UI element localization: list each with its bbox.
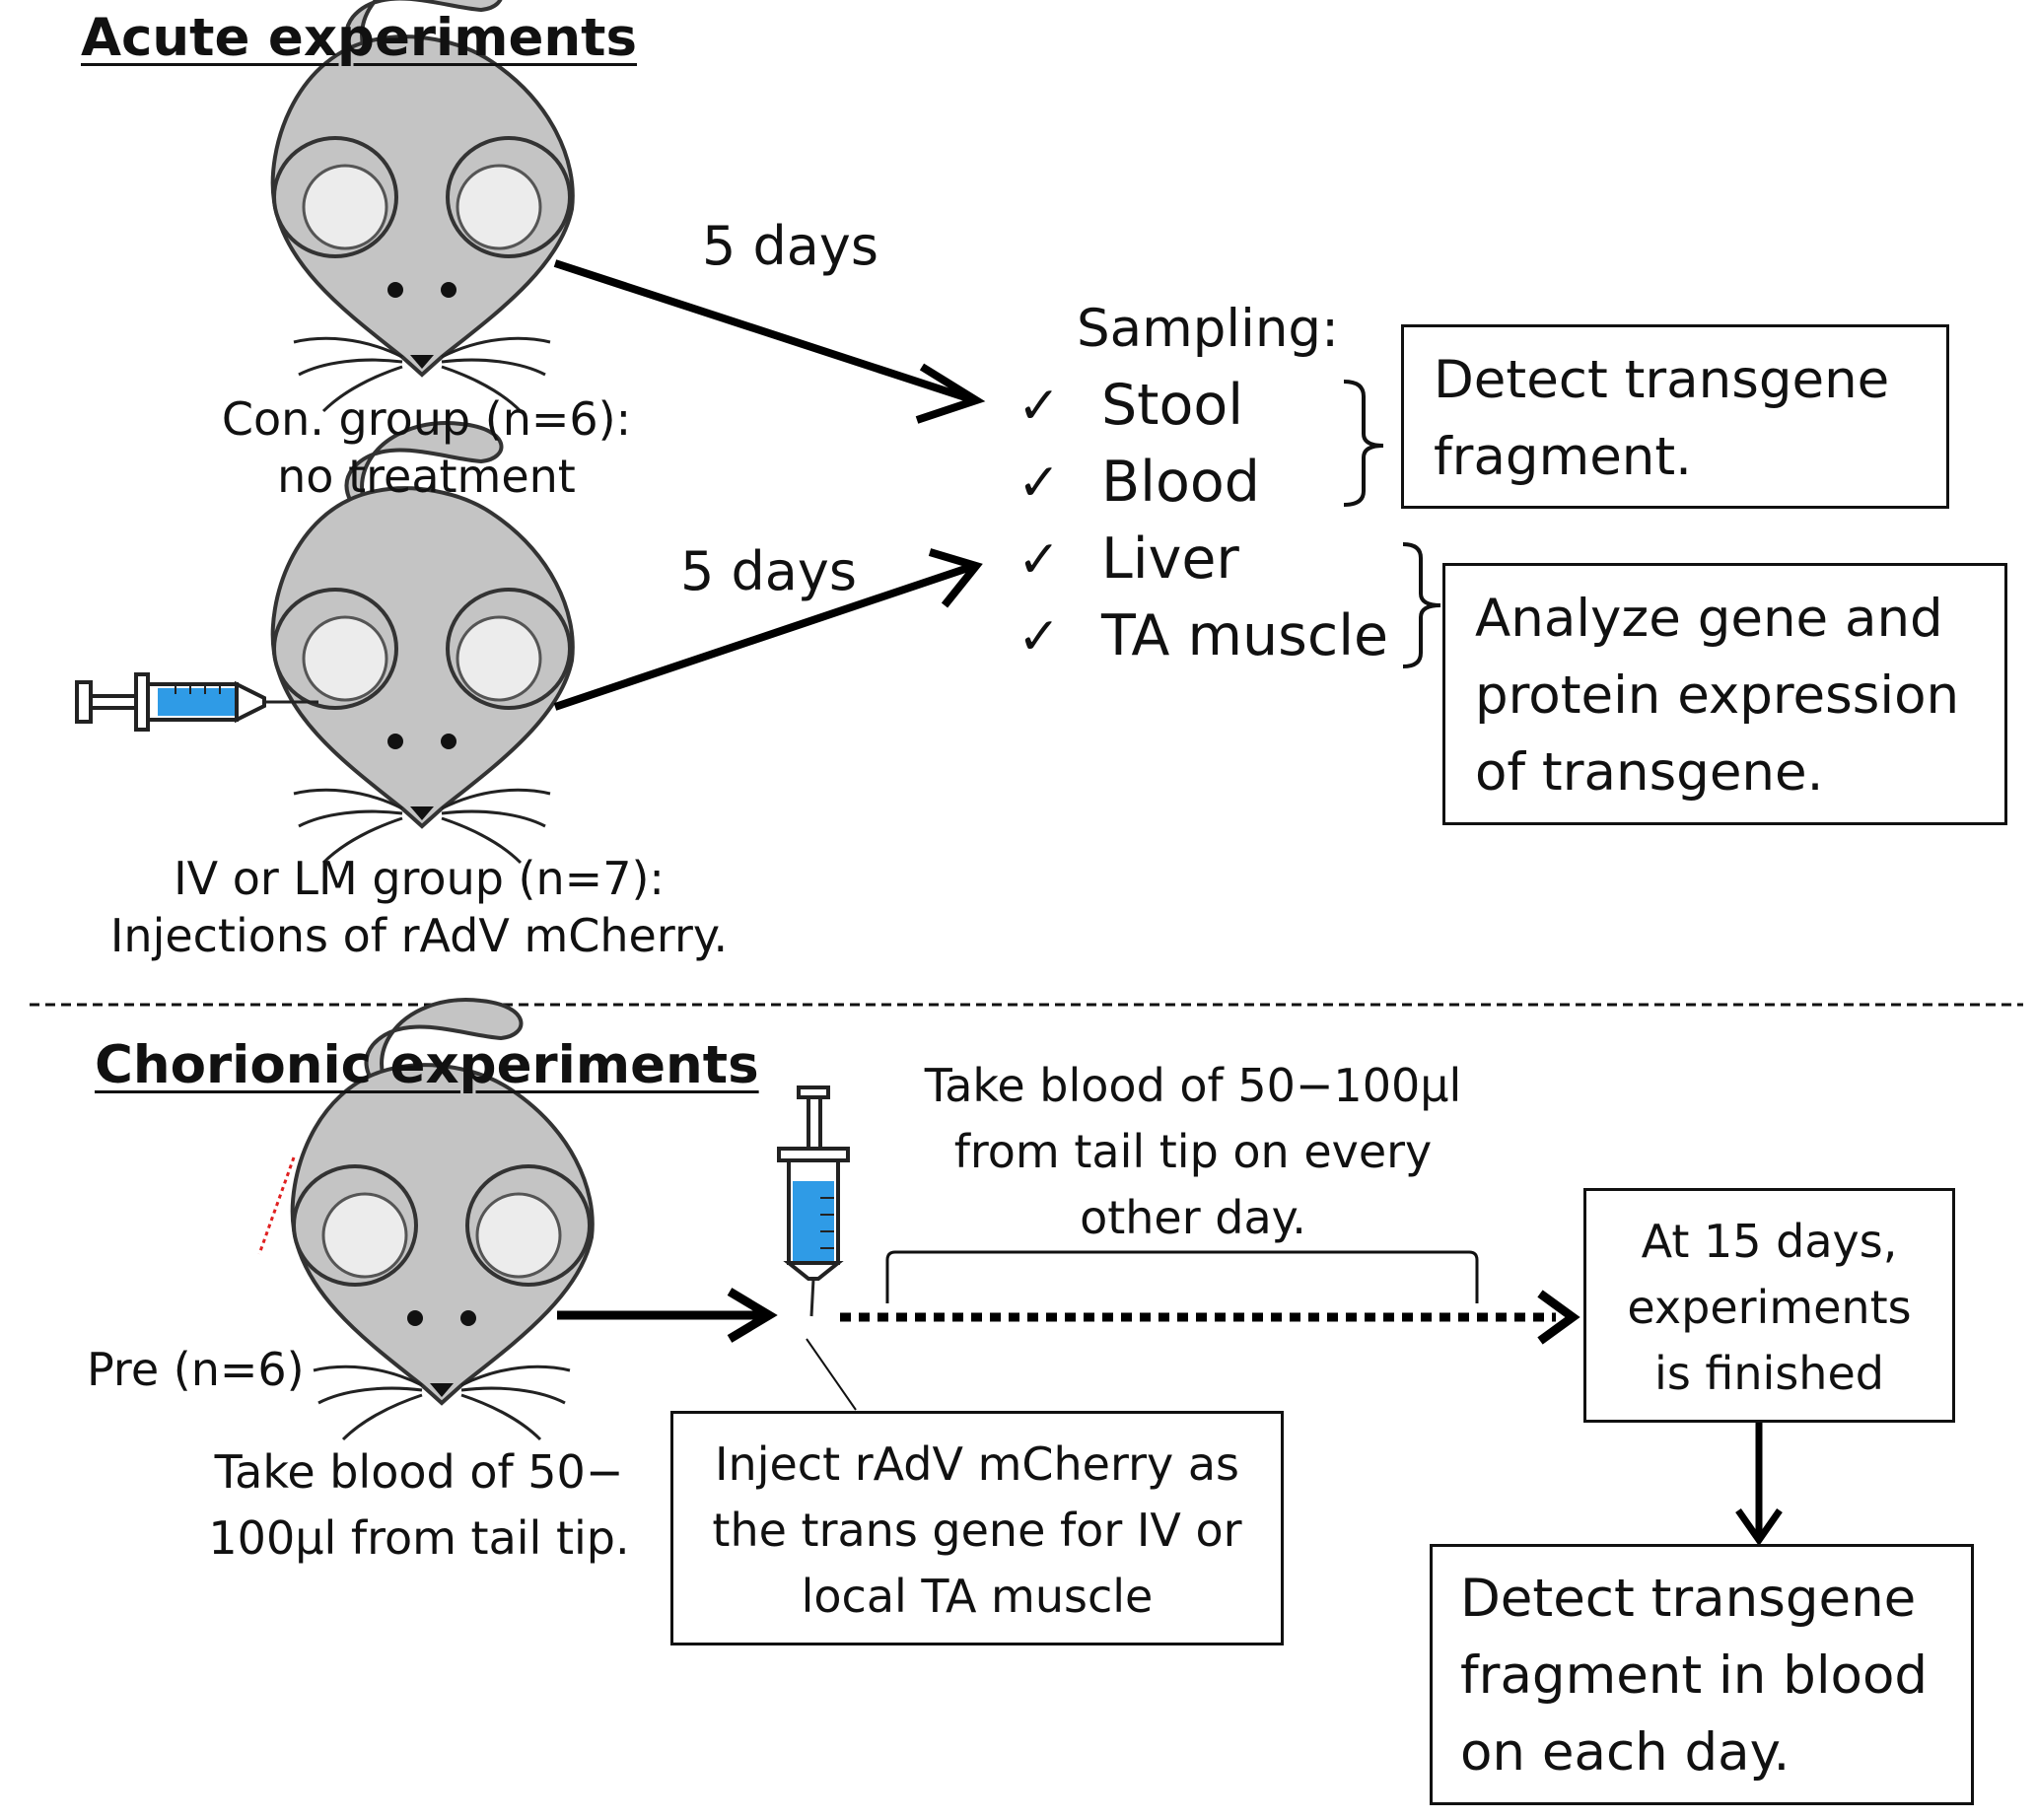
pre-note: Take blood of 50− 100μl from tail tip. [208, 1445, 630, 1565]
detect-box: Detect transgene fragment. [1401, 324, 1949, 509]
check-icon: ✓ [1018, 377, 1061, 436]
treated-label: IV or LM group (n=7): Injections of rAdV… [109, 852, 729, 962]
arrowhead-pre [727, 1288, 778, 1343]
bracket-icon-top [1343, 380, 1384, 507]
acute-heading: Acute experiments [81, 8, 638, 68]
sampling-item-ta-muscle: TA muscle [1101, 603, 1389, 668]
check-icon: ✓ [1018, 607, 1061, 666]
check-icon: ✓ [1018, 454, 1061, 513]
arrowhead-top [915, 363, 986, 424]
syringe-vertical-icon [777, 1085, 850, 1317]
tail-cut-line [257, 1156, 296, 1255]
arrow-top [553, 259, 973, 403]
interval-note: Take blood of 50−100μl from tail tip on … [924, 1059, 1462, 1244]
sampling-item-liver: Liver [1101, 526, 1239, 592]
analyze-box: Analyze gene and protein expression of t… [1442, 563, 2007, 825]
interval-bracket [885, 1250, 1479, 1303]
sampling-item-stool: Stool [1101, 373, 1244, 438]
pre-label: Pre (n=6) [87, 1343, 305, 1396]
arrowhead-bottom [928, 548, 983, 608]
arrow-top-label: 5 days [702, 215, 878, 277]
arrowhead-dotted [1537, 1290, 1580, 1345]
chronic-heading: Chorionic experiments [95, 1035, 759, 1095]
final-detect-box: Detect transgene fragment in blood on ea… [1430, 1544, 1974, 1805]
control-label: Con. group (n=6): no treatment [221, 392, 632, 503]
sampling-item-blood: Blood [1101, 450, 1260, 515]
arrowhead-down [1735, 1507, 1783, 1547]
inject-callout-line [806, 1338, 857, 1411]
sampling-title: Sampling: [1077, 299, 1339, 359]
finish-box: At 15 days, experiments is finished [1583, 1188, 1955, 1423]
bracket-icon-bottom [1402, 542, 1441, 668]
check-icon: ✓ [1018, 530, 1061, 590]
arrow-bottom-label: 5 days [680, 540, 857, 602]
arrow-bottom [553, 563, 973, 711]
inject-box: Inject rAdV mCherry as the trans gene fo… [670, 1411, 1284, 1645]
